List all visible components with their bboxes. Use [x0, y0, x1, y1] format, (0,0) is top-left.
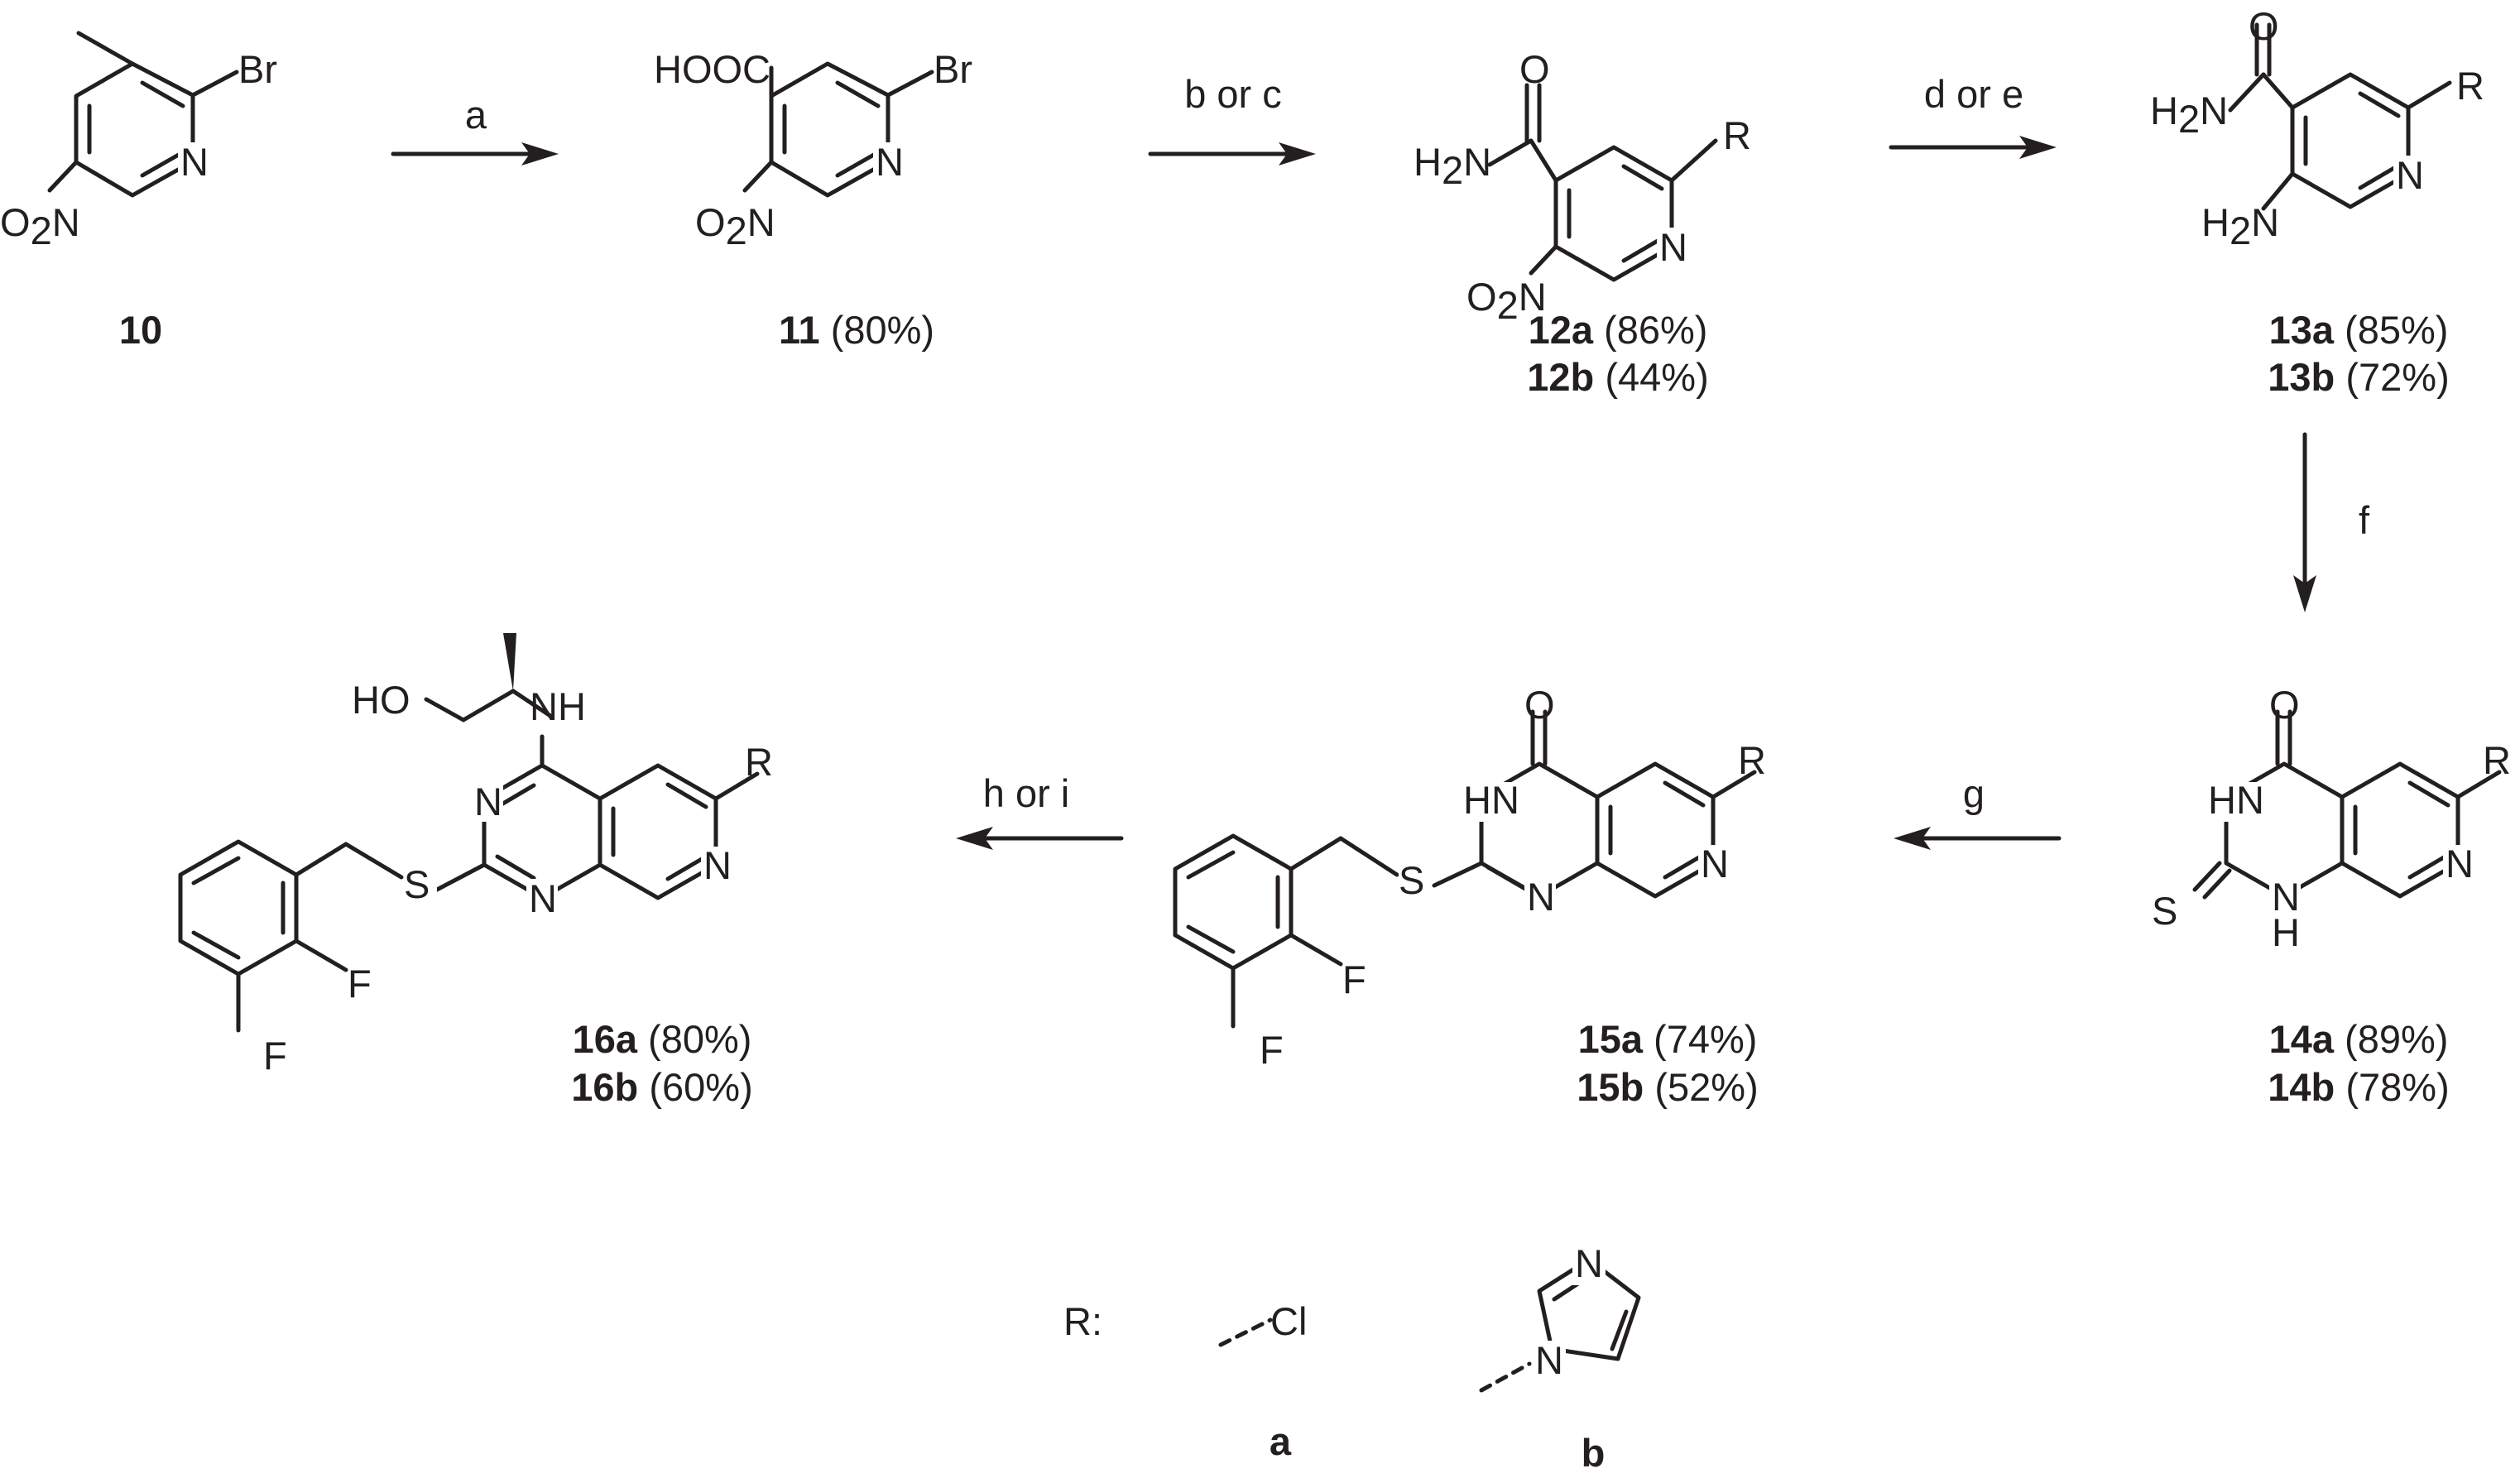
compound-label-15a: 15a (74%): [1578, 1017, 1758, 1061]
atom-hn: HN: [1463, 778, 1519, 822]
atom-o: O: [1519, 47, 1550, 91]
attachment-bond-a: [1218, 1317, 1273, 1347]
atom-no2: O2N: [0, 200, 80, 252]
compound-label-16b: 16b (60%): [571, 1065, 752, 1109]
compound-label-13b: 13b (72%): [2268, 355, 2449, 399]
atom-s: S: [2152, 889, 2177, 933]
reagent-label-b-or-c: b or c: [1184, 72, 1282, 116]
atom-nh: NH: [530, 684, 586, 728]
compound-label-12a: 12a (86%): [1529, 308, 1708, 352]
legend-label-a: a: [1270, 1419, 1292, 1463]
compound-11-structure: N Br HOOC O2N: [654, 47, 972, 252]
legend-label-b: b: [1582, 1431, 1606, 1475]
reaction-arrow-f: [2293, 432, 2316, 612]
atom-f: F: [1260, 1028, 1284, 1072]
atom-n: N: [474, 780, 502, 823]
atom-r: R: [745, 740, 773, 784]
atom-h2n: H2N: [2150, 89, 2228, 141]
compound-label-11: 11 (80%): [779, 308, 934, 352]
atom-br: Br: [238, 47, 277, 91]
reaction-arrow-a: [391, 142, 559, 166]
reaction-arrow-g: [1894, 827, 2062, 850]
atom-n: N: [876, 140, 904, 184]
atom-n: N: [180, 140, 209, 184]
compound-label-16a: 16a (80%): [573, 1017, 752, 1061]
atom-r: R: [1723, 113, 1751, 157]
atom-o: O: [1524, 683, 1555, 727]
atom-hooc: HOOC: [654, 47, 770, 91]
legend-r-label: R:: [1063, 1299, 1102, 1343]
atom-f: F: [348, 962, 372, 1005]
atom-h2n: H2N: [2201, 200, 2279, 252]
atom-f: F: [1342, 957, 1366, 1001]
atom-h2n: H2N: [1414, 140, 1491, 192]
compound-label-12b: 12b (44%): [1527, 355, 1708, 399]
atom-h: H: [2272, 910, 2300, 954]
atom-n: N: [1527, 875, 1555, 919]
atom-br: Br: [934, 47, 972, 91]
imidazole-ring: [1537, 1257, 1641, 1361]
atom-s: S: [404, 862, 430, 906]
compound-16-structure: N R N N NH HO S F F: [178, 633, 773, 1077]
atom-ho: HO: [352, 678, 410, 722]
atom-n: N: [2272, 875, 2300, 919]
atom-hn: HN: [2208, 778, 2264, 822]
atom-r: R: [1738, 738, 1766, 782]
compound-label-14a: 14a (89%): [2269, 1017, 2449, 1061]
reaction-arrow-b-or-c: [1148, 142, 1316, 166]
atom-n: N: [1701, 842, 1729, 885]
compound-14-structure: N R O HN N H S: [2152, 683, 2511, 954]
compound-10-structure: N Br O2N: [0, 31, 277, 252]
reagent-label-h-or-i: h or i: [983, 771, 1070, 815]
reagent-label-d-or-e: d or e: [1924, 72, 2023, 116]
atom-n: N: [2446, 842, 2474, 885]
compound-12-structure: N R O H2N O2N: [1414, 47, 1751, 327]
atom-o: O: [2249, 4, 2279, 48]
compound-label-14b: 14b (78%): [2268, 1065, 2449, 1109]
atom-n: N: [2396, 153, 2424, 197]
r-group-legend: R: Cl N N a b: [1063, 1241, 1641, 1475]
compound-15-structure: N R O HN N S F F: [1173, 683, 1766, 1072]
compound-13-structure: N R O H2N H2N: [2150, 4, 2484, 252]
atom-f: F: [263, 1034, 287, 1077]
atom-n: N: [1535, 1338, 1563, 1382]
reaction-arrow-h-or-i: [956, 827, 1124, 850]
reagent-label-g: g: [1963, 771, 1985, 815]
atom-cl: Cl: [1270, 1299, 1307, 1343]
reagent-label-f: f: [2359, 498, 2370, 542]
atom-no2: O2N: [1466, 275, 1547, 327]
atom-no2: O2N: [695, 200, 775, 252]
atom-o: O: [2269, 683, 2300, 727]
atom-r: R: [2483, 738, 2511, 782]
reagent-label-a: a: [465, 93, 487, 137]
compound-label-13a: 13a (85%): [2269, 308, 2449, 352]
atom-n: N: [1575, 1241, 1603, 1285]
atom-r: R: [2456, 64, 2484, 108]
atom-s: S: [1399, 858, 1424, 902]
compound-id-10: 10: [119, 308, 162, 352]
attachment-bond-b: [1479, 1361, 1532, 1393]
compound-label-15b: 15b (52%): [1577, 1065, 1758, 1109]
reaction-arrow-d-or-e: [1889, 136, 2057, 159]
atom-n: N: [1659, 225, 1687, 269]
atom-n: N: [529, 876, 557, 920]
atom-n: N: [703, 843, 732, 887]
